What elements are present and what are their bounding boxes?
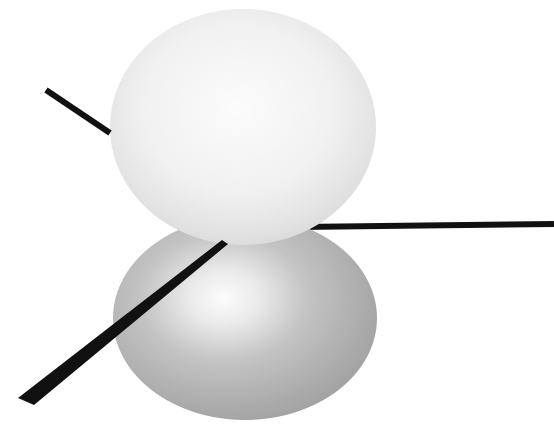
axis-line-right xyxy=(300,224,554,227)
axis-line-upper-left xyxy=(46,90,110,133)
lower-lobe xyxy=(113,216,377,420)
upper-lobe xyxy=(110,9,376,245)
